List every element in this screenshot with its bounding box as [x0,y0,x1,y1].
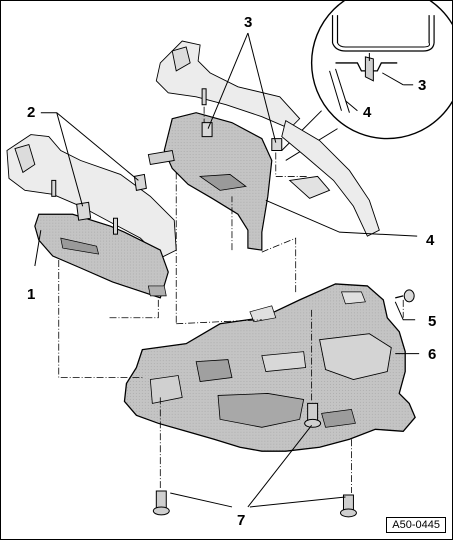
detail-view [310,1,452,140]
part-2-clips [76,173,147,221]
callout-2: 2 [27,104,36,121]
part-5-clip [395,289,415,303]
callout-7: 7 [237,512,246,529]
vehicle-frame [6,40,380,259]
callout-6: 6 [428,346,437,363]
part-1-deflector [34,213,169,299]
part-7-bolts [152,402,357,518]
callout-1: 1 [27,286,36,303]
figure-code: A50-0445 [386,517,446,533]
callout-3-detail: 3 [418,77,427,94]
callout-3: 3 [244,14,253,31]
assembly-lines [58,106,404,494]
part-6-underbody-panel [123,283,416,452]
leader-lines [34,32,420,508]
callout-5: 5 [428,313,437,330]
part-4-trim-panel [147,112,273,251]
callout-4-detail: 4 [363,104,372,121]
callout-4: 4 [426,232,435,249]
